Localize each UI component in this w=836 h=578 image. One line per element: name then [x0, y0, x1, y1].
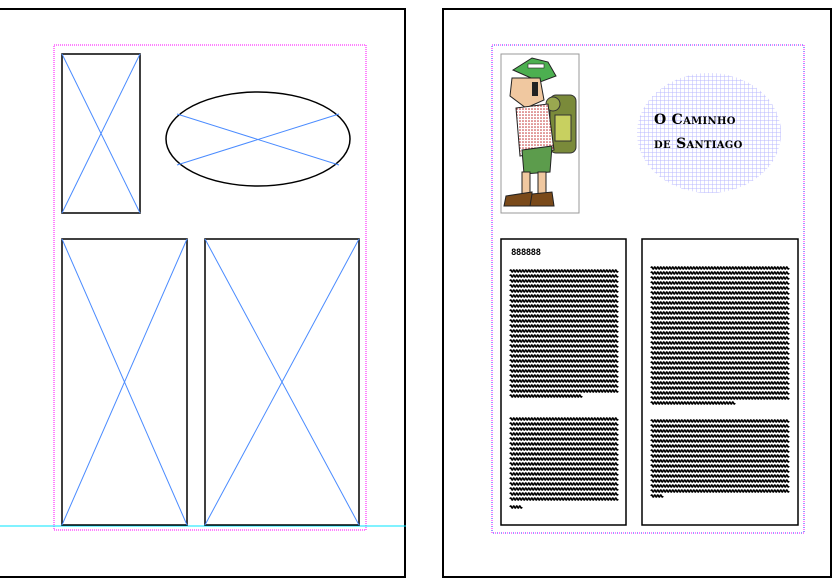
- placeholder-text-line: [651, 307, 789, 309]
- placeholder-text-line: [651, 322, 789, 324]
- placeholder-text-line: [651, 367, 789, 369]
- placeholder-text-line: [651, 480, 789, 482]
- placeholder-text-line: [510, 438, 618, 440]
- placeholder-text-line: [651, 337, 789, 339]
- placeholder-text-line: [651, 297, 789, 299]
- placeholder-text-line: [510, 350, 618, 352]
- placeholder-text-line: [651, 357, 789, 359]
- placeholder-text-line: [510, 280, 618, 282]
- placeholder-text-line: [510, 493, 618, 495]
- placeholder-text-line: [510, 483, 618, 485]
- placeholder-text-line: [651, 362, 789, 364]
- placeholder-text-line: [510, 330, 618, 332]
- placeholder-text-line: [510, 300, 618, 302]
- placeholder-text-line: [510, 468, 618, 470]
- title-text: O Caminho de Santiago: [654, 108, 784, 156]
- placeholder-text-line: [651, 470, 789, 472]
- placeholder-text-line: [651, 440, 789, 442]
- placeholder-text-line: [510, 380, 618, 382]
- placeholder-text-line: [651, 267, 789, 269]
- placeholder-text-line: [510, 305, 618, 307]
- placeholder-text-line: [651, 425, 789, 427]
- placeholder-text-line: [510, 310, 618, 312]
- placeholder-text-line: [510, 390, 618, 392]
- placeholder-text-line: [510, 370, 618, 372]
- hiker-illustration[interactable]: [501, 54, 579, 213]
- placeholder-text-line: [651, 332, 789, 334]
- placeholder-text-line: [651, 282, 789, 284]
- placeholder-text-line: [510, 335, 618, 337]
- placeholder-text-line: [651, 327, 789, 329]
- placeholder-text-line: [651, 445, 789, 447]
- placeholder-text-line: [510, 506, 522, 508]
- placeholder-text-line: [651, 302, 789, 304]
- placeholder-text-line: [651, 495, 663, 497]
- placeholder-text-line: [651, 465, 789, 467]
- placeholder-text-line: [510, 285, 618, 287]
- placeholder-text-line: [651, 372, 789, 374]
- placeholder-text-line: [510, 340, 618, 342]
- placeholder-text-line: [651, 475, 789, 477]
- placeholder-text-line: [651, 485, 789, 487]
- placeholder-frame-top-left[interactable]: [62, 54, 140, 213]
- placeholder-text-line: [651, 435, 789, 437]
- placeholder-text-line: [510, 295, 618, 297]
- placeholder-text-line: [651, 342, 789, 344]
- placeholder-text-line: [510, 345, 618, 347]
- placeholder-text-line: [510, 395, 582, 397]
- placeholder-text-line: [651, 450, 789, 452]
- placeholder-text-line: [510, 453, 618, 455]
- placeholder-text-line: [510, 443, 618, 445]
- placeholder-text-line: [510, 448, 618, 450]
- placeholder-text-line: [510, 365, 618, 367]
- column-heading: 888888: [511, 248, 541, 258]
- placeholder-text-line: [651, 397, 789, 399]
- placeholder-text-line: [651, 430, 789, 432]
- placeholder-text-line: [651, 377, 789, 379]
- placeholder-text-line: [510, 315, 618, 317]
- placeholder-text-line: [510, 423, 618, 425]
- placeholder-text-line: [510, 433, 618, 435]
- placeholder-text-line: [651, 490, 789, 492]
- placeholder-text-line: [510, 355, 618, 357]
- placeholder-ellipse-frame[interactable]: [166, 92, 350, 186]
- placeholder-text-line: [651, 277, 789, 279]
- placeholder-text-line: [510, 320, 618, 322]
- placeholder-text-line: [651, 420, 789, 422]
- placeholder-text-line: [651, 287, 789, 289]
- placeholder-text-line: [510, 418, 618, 420]
- title-line-1: O Caminho: [654, 108, 784, 132]
- placeholder-text-line: [651, 387, 789, 389]
- placeholder-text-line: [651, 317, 789, 319]
- placeholder-text-line: [651, 392, 789, 394]
- placeholder-text-line: [510, 375, 618, 377]
- placeholder-text-line: [510, 478, 618, 480]
- title-line-2: de Santiago: [654, 132, 784, 156]
- placeholder-frame-bottom-right[interactable]: [205, 239, 359, 525]
- placeholder-text-line: [510, 325, 618, 327]
- placeholder-text-line: [510, 270, 618, 272]
- placeholder-text-line: [651, 272, 789, 274]
- placeholder-text-line: [651, 455, 789, 457]
- placeholder-text-line: [510, 428, 618, 430]
- placeholder-text-line: [651, 382, 789, 384]
- placeholder-text-line: [510, 290, 618, 292]
- placeholder-text-line: [510, 473, 618, 475]
- placeholder-text-line: [510, 458, 618, 460]
- placeholder-text-line: [651, 460, 789, 462]
- placeholder-text-line: [510, 360, 618, 362]
- placeholder-text-line: [510, 498, 618, 500]
- placeholder-text-line: [510, 385, 618, 387]
- placeholder-text-line: [651, 352, 789, 354]
- placeholder-text-line: [651, 292, 789, 294]
- placeholder-text-line: [510, 488, 618, 490]
- placeholder-text-line: [510, 463, 618, 465]
- text-column-right[interactable]: [642, 239, 798, 525]
- placeholder-text-line: [651, 312, 789, 314]
- placeholder-text-line: [651, 347, 789, 349]
- placeholder-text-line: [510, 275, 618, 277]
- text-column-left[interactable]: [501, 239, 626, 525]
- placeholder-frame-bottom-left[interactable]: [62, 239, 187, 525]
